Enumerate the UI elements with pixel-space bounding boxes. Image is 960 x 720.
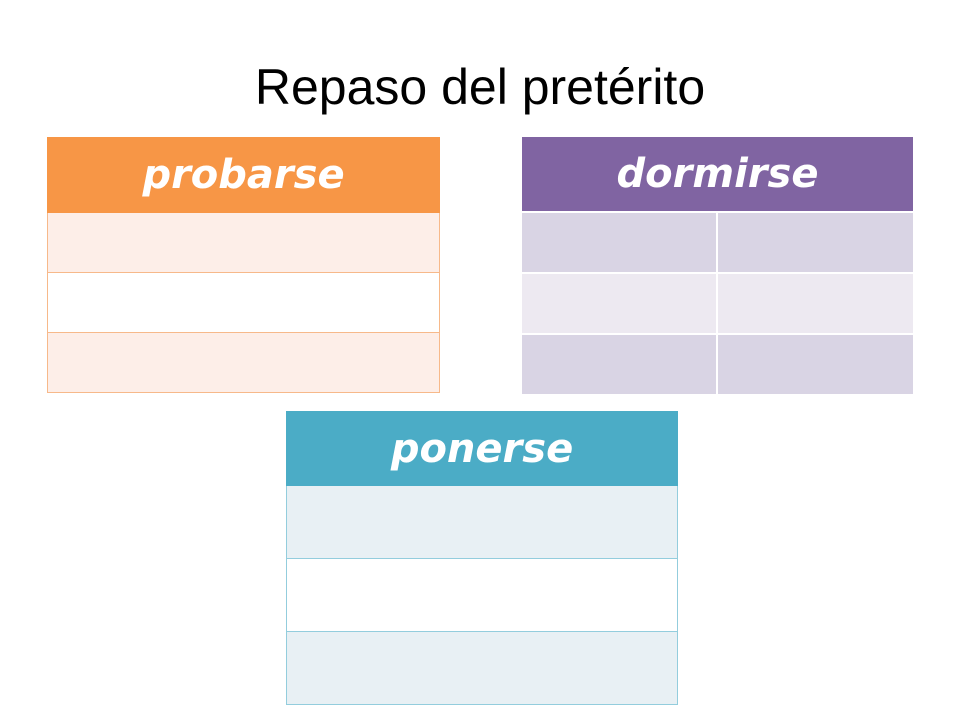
table-cell[interactable] — [285, 558, 679, 632]
ponerse-table: ponerse — [285, 411, 679, 705]
table-row — [522, 273, 913, 335]
table-cell[interactable] — [522, 212, 718, 274]
table-cell[interactable] — [46, 332, 441, 393]
table-cell[interactable] — [46, 272, 441, 333]
table-cell[interactable] — [716, 273, 913, 335]
table-header-row: probarse — [46, 137, 441, 213]
table-row — [522, 334, 913, 396]
table-cell[interactable] — [716, 334, 913, 396]
dormirse-header: dormirse — [522, 137, 913, 213]
table-row — [46, 332, 441, 393]
table-row — [46, 212, 441, 273]
table-cell[interactable] — [285, 485, 679, 559]
ponerse-header: ponerse — [285, 411, 679, 486]
table-row — [46, 272, 441, 333]
table-row — [285, 631, 679, 705]
table-header-row: dormirse — [522, 137, 913, 213]
table-row — [285, 558, 679, 632]
table-cell[interactable] — [285, 631, 679, 705]
table-cell[interactable] — [522, 334, 718, 396]
table-cell[interactable] — [46, 212, 441, 273]
probarse-header: probarse — [46, 137, 441, 213]
table-header-row: ponerse — [285, 411, 679, 486]
probarse-table: probarse — [46, 137, 441, 393]
dormirse-table: dormirse — [522, 137, 913, 396]
table-row — [522, 212, 913, 274]
slide-title: Repaso del pretérito — [254, 59, 706, 115]
table-row — [285, 485, 679, 559]
table-cell[interactable] — [716, 212, 913, 274]
table-cell[interactable] — [522, 273, 718, 335]
